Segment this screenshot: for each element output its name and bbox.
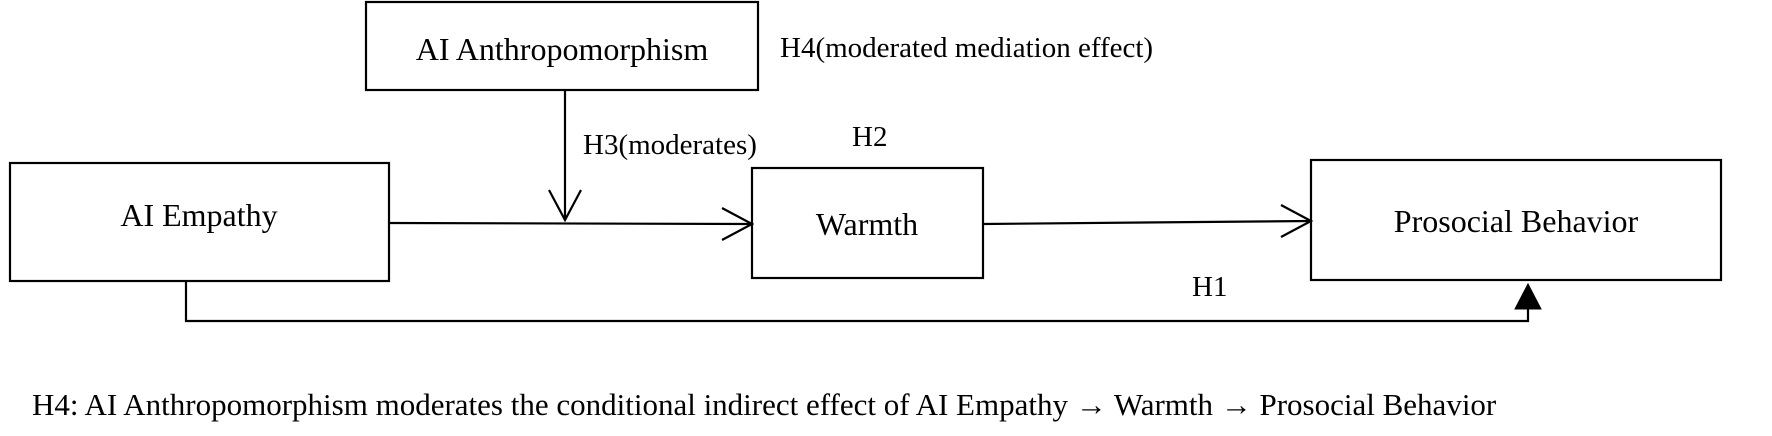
node-prosocial-behavior: Prosocial Behavior [1309, 158, 1723, 282]
h2-label: H2 [852, 121, 887, 153]
h3-label: H3(moderates) [583, 129, 757, 161]
arrow-empathy-to-warmth [388, 207, 755, 241]
node-ai-anthropomorphism-label: AI Anthropomorphism [416, 31, 709, 67]
node-ai-empathy: AI Empathy [8, 161, 391, 283]
node-warmth-label: Warmth [816, 206, 918, 242]
node-prosocial-behavior-label: Prosocial Behavior [1394, 203, 1639, 239]
node-ai-anthropomorphism: AI Anthropomorphism [364, 0, 760, 92]
arrow-warmth-to-prosocial [982, 204, 1314, 238]
node-ai-empathy-label: AI Empathy [120, 197, 277, 233]
h1-label: H1 [1192, 271, 1227, 303]
node-warmth: Warmth [750, 166, 985, 280]
moderation-arrow [548, 90, 582, 223]
h4-footnote: H4: AI Anthropomorphism moderates the co… [32, 387, 1497, 422]
h4-label: H4(moderated mediation effect) [780, 32, 1153, 64]
arrow-direct-h1 [184, 281, 1542, 323]
